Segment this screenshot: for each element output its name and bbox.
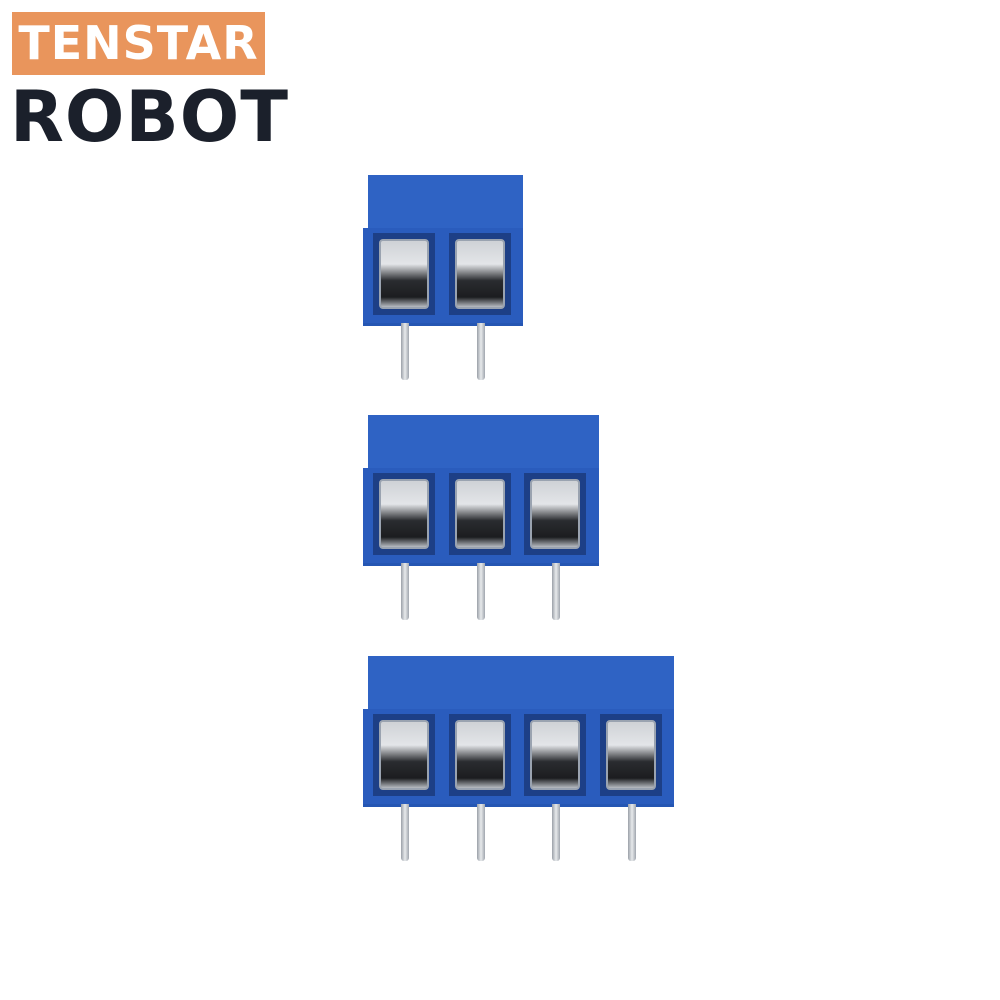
connector-top	[368, 656, 674, 710]
screw-clamp	[454, 479, 505, 549]
terminal-pin	[476, 323, 485, 380]
screw-clamp	[379, 720, 429, 790]
terminal-pin	[401, 804, 409, 861]
terminal-pin	[401, 323, 409, 380]
logo-tenstar: TENSTAR	[12, 12, 265, 75]
terminal-pin	[476, 804, 485, 861]
screw-clamp	[530, 720, 580, 790]
terminal-pin	[552, 804, 560, 861]
terminal-pin	[627, 804, 636, 861]
logo-robot: ROBOT	[10, 76, 290, 158]
screw-clamp	[530, 479, 580, 549]
terminal-pin	[401, 563, 409, 620]
connector-top	[368, 415, 599, 469]
terminal-pin	[552, 563, 560, 620]
connector-top	[368, 175, 523, 229]
terminal-pin	[476, 563, 485, 620]
screw-clamp	[605, 720, 656, 790]
screw-clamp	[454, 720, 505, 790]
screw-clamp	[379, 239, 429, 309]
screw-clamp	[454, 239, 505, 309]
screw-clamp	[379, 479, 429, 549]
